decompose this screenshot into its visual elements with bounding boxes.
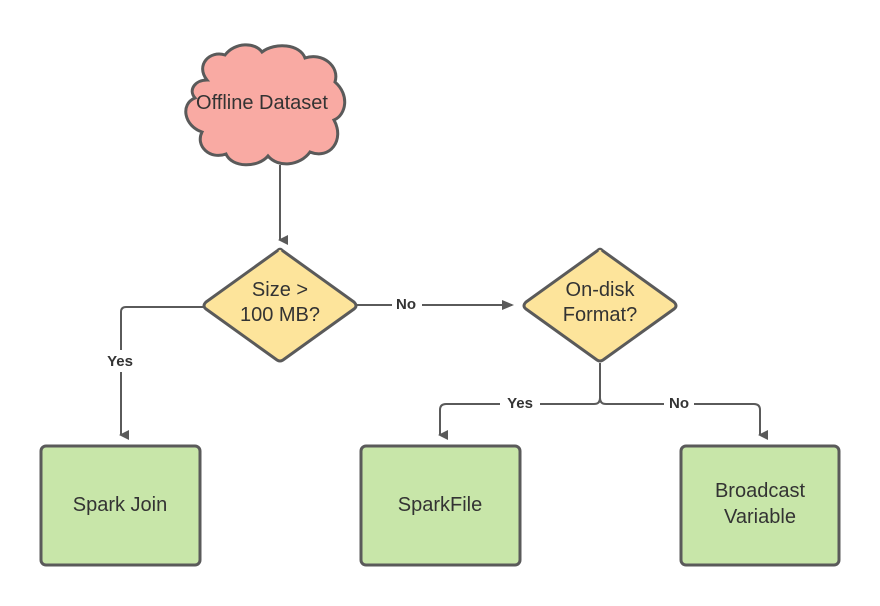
node-label-line1: Size > (252, 279, 308, 301)
diamond-shape (202, 247, 358, 363)
node-label-line2: Variable (724, 506, 796, 528)
edge-label-bg (100, 350, 142, 372)
rect-shape (679, 444, 841, 567)
edge-label-bg (392, 294, 422, 314)
edge-format-yes: Yes (438, 363, 601, 440)
node-label-line1: Broadcast (715, 480, 805, 502)
edge-size-no: No (356, 294, 514, 314)
edge-line (119, 306, 205, 440)
node-label: Spark Join (73, 494, 168, 516)
diamond-shape (522, 247, 678, 363)
node-label: SparkFile (398, 494, 482, 516)
edge-size-yes: Yes (100, 306, 205, 440)
edge-label-no: No (669, 395, 689, 412)
edge-label-no: No (396, 296, 416, 313)
node-label-line1: On-disk (566, 279, 636, 301)
edge-line (599, 397, 768, 440)
node-offline-dataset: Offline Dataset (184, 43, 347, 167)
rect-shape (359, 444, 522, 567)
rect-shape (39, 444, 202, 567)
node-spark-file: SparkFile (359, 444, 522, 567)
node-broadcast-variable: Broadcast Variable (679, 444, 841, 567)
cloud-shape (184, 43, 347, 167)
edge-format-no: No (599, 393, 768, 440)
edge-label-yes: Yes (107, 353, 133, 370)
node-spark-join: Spark Join (39, 444, 202, 567)
edge-label-yes: Yes (507, 395, 533, 412)
node-label-line2: Format? (563, 304, 637, 326)
node-size-decision: Size > 100 MB? (202, 247, 358, 363)
edge-label-bg (500, 393, 540, 413)
node-label: Offline Dataset (196, 92, 328, 114)
node-label-line2: 100 MB? (240, 304, 320, 326)
node-format-decision: On-disk Format? (522, 247, 678, 363)
edge-label-bg (664, 393, 694, 413)
